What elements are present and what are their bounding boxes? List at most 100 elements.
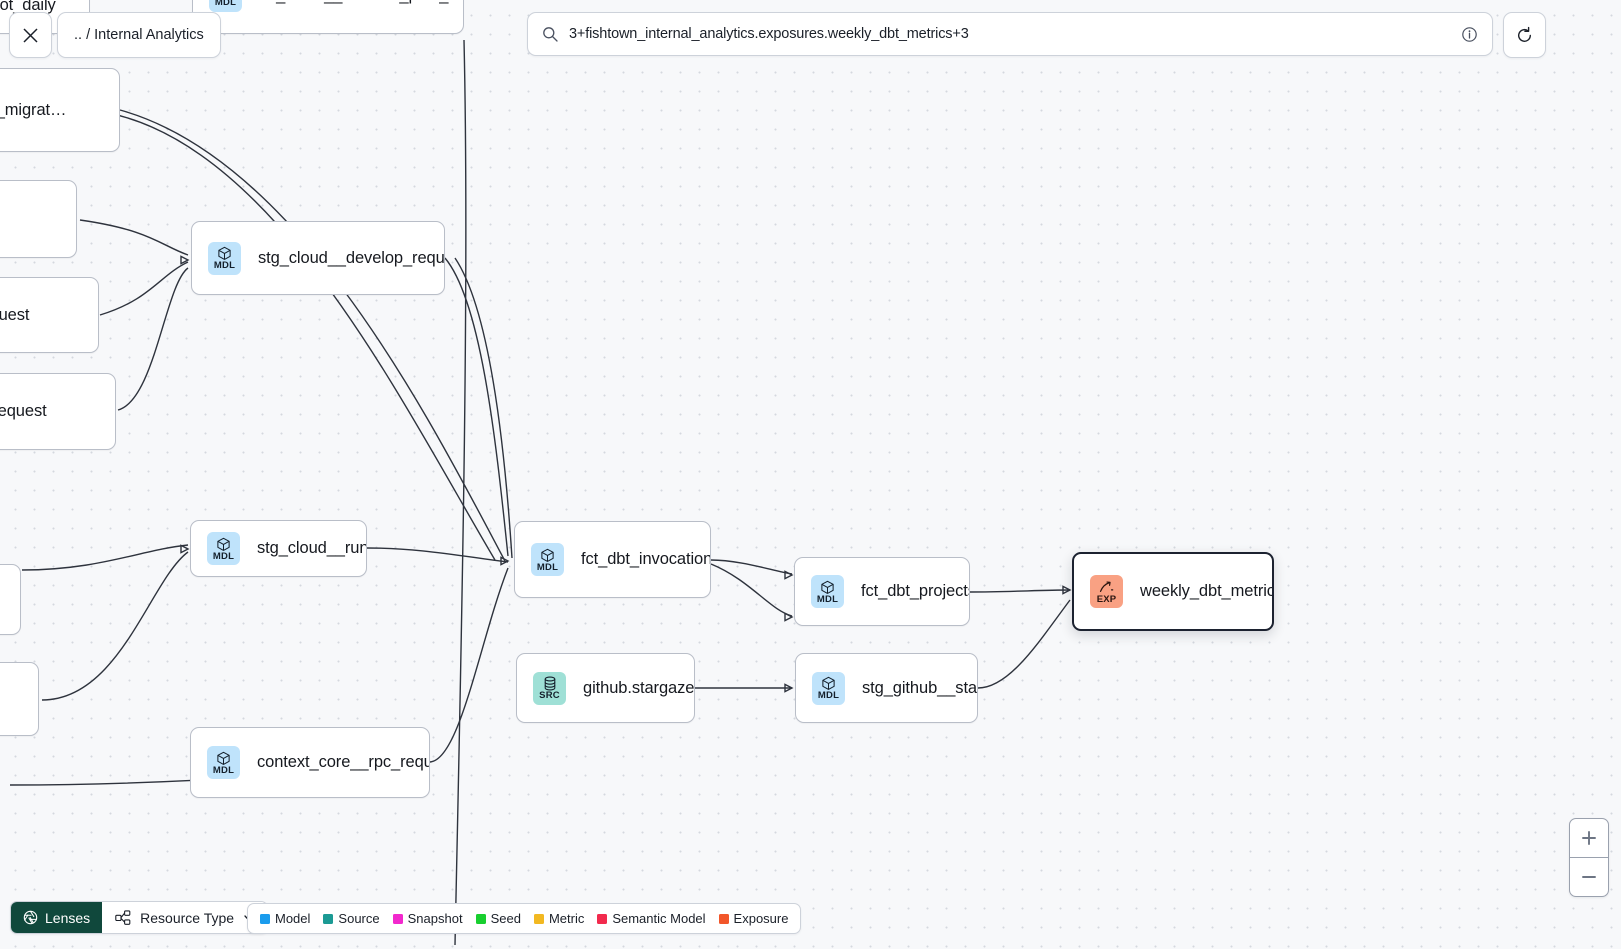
close-button[interactable] [9, 12, 52, 58]
node-type-badge-label: SRC [539, 690, 560, 701]
lineage-edge [117, 267, 189, 411]
graph-node-label: fct_dbt_projects [861, 582, 970, 600]
zoom-out-button[interactable] [1570, 857, 1608, 896]
edge-arrowhead [1062, 585, 1072, 595]
refresh-icon [1518, 26, 1531, 42]
lineage-edge [79, 219, 189, 256]
legend-item-exposure[interactable]: Exposure [718, 911, 789, 926]
node-type-badge-exp: EXP [1090, 575, 1123, 608]
graph-node-label: velop_request [0, 305, 30, 324]
node-type-badge-mdl: MDL [207, 532, 240, 565]
plus-icon [1582, 831, 1596, 845]
legend-label: Exposure [733, 911, 789, 926]
legend-swatch [260, 913, 270, 924]
edge-arrowhead [180, 255, 190, 265]
graph-node-multicell_migrate[interactable]: MDLmulticell_migrat… [0, 68, 120, 152]
legend-label: Snapshot [407, 911, 463, 926]
zoom-in-button[interactable] [1570, 819, 1608, 857]
graph-node-label: _develop_request [0, 402, 47, 420]
lineage-edge [454, 39, 467, 946]
graph-node-label: fct_dbt_invocations [581, 550, 711, 568]
graph-node-dev_request_a[interactable]: MDLp_request [0, 180, 77, 258]
lineage-edge [366, 547, 509, 563]
node-type-badge-label: MDL [536, 561, 559, 573]
lineage-edge [89, 109, 496, 561]
cube-icon [216, 751, 231, 765]
graph-node-stg_cloud_develop_requests[interactable]: MDL stg_cloud__develop_requests [191, 221, 445, 295]
bottom-toolbar: Lenses Resource Type [10, 901, 269, 934]
search-icon [543, 27, 558, 42]
legend-item-seed[interactable]: Seed [475, 911, 521, 926]
edge-arrowhead [784, 683, 794, 693]
graph-node-label: context_core__rpc_request [257, 753, 429, 771]
node-type-badge-label: MDL [212, 550, 235, 562]
node-type-badge-label: MDL [816, 593, 839, 605]
cube-icon [216, 537, 231, 551]
breadcrumb[interactable]: .. / Internal Analytics [57, 12, 221, 58]
graph-node-dev_request_c[interactable]: MDL_develop_request [0, 373, 116, 450]
graph-node-label: stg_cloud__develop_requests [258, 248, 445, 267]
legend-item-snapshot[interactable]: Snapshot [392, 911, 463, 926]
legend-swatch [597, 913, 608, 924]
legend-label: Model [275, 911, 311, 926]
legend-label: Semantic Model [612, 911, 706, 926]
lineage-edge [99, 261, 189, 316]
cube-icon [217, 246, 232, 260]
legend-label: Seed [490, 911, 521, 926]
search-input[interactable]: 3+fishtown_internal_analytics.exposures.… [569, 26, 969, 42]
legend-swatch [323, 913, 334, 924]
legend-swatch [533, 913, 544, 924]
resource-type-filter[interactable]: Resource Type [102, 902, 268, 933]
lenses-label: Lenses [45, 909, 91, 926]
lenses-button[interactable]: Lenses [11, 902, 103, 933]
graph-node-stg_github_stars[interactable]: MDL stg_github__stars [795, 653, 978, 723]
graph-node-dev_request_b[interactable]: MDLvelop_request [0, 277, 99, 353]
lineage-edge [710, 563, 793, 617]
graph-node-label: weekly_dbt_metrics [1140, 582, 1274, 600]
legend-label: Metric [548, 911, 585, 926]
graph-node-weekly_dbt_metrics[interactable]: EXP weekly_dbt_metrics [1072, 552, 1274, 631]
aperture-icon [23, 910, 38, 925]
resource-type-label: Resource Type [140, 909, 235, 926]
node-type-badge-mdl: MDL [207, 746, 240, 779]
lineage-edge [710, 559, 793, 575]
minus-icon [1582, 876, 1596, 878]
node-type-badge-label: MDL [817, 690, 840, 701]
lineage-edge [969, 589, 1071, 593]
edge-arrowhead [500, 556, 510, 566]
graph-node-label: stg_github__stars [862, 678, 978, 697]
legend-item-model[interactable]: Model [260, 911, 310, 926]
node-type-badge-mdl: MDL [208, 241, 241, 275]
graph-node-label: int_cloud__account_plan_history [259, 0, 463, 5]
edge-arrowhead [180, 544, 190, 554]
lineage-edge [119, 109, 506, 562]
lineage-edge [444, 257, 509, 557]
node-type-badge-label: EXP [1096, 593, 1117, 605]
legend-item-semantic-model[interactable]: Semantic Model [597, 911, 706, 926]
legend-item-metric[interactable]: Metric [533, 911, 585, 926]
legend-label: Source [338, 911, 380, 926]
graph-node-context_core_rpc_request[interactable]: MDL context_core__rpc_request [190, 727, 430, 798]
legend-item-source[interactable]: Source [323, 911, 380, 926]
graph-node-fct_dbt_invocations[interactable]: MDL fct_dbt_invocations [514, 521, 711, 598]
info-icon[interactable] [1461, 26, 1478, 43]
node-type-badge-mdl: MDL [209, 0, 242, 12]
breadcrumb-label: .. / Internal Analytics [74, 27, 204, 43]
graph-node-fct_dbt_projects[interactable]: MDL fct_dbt_projects [794, 557, 970, 626]
search-bar[interactable]: 3+fishtown_internal_analytics.exposures.… [527, 12, 1493, 56]
cube-icon [821, 676, 836, 690]
graph-node-run_node_b[interactable]: MDL_run [0, 662, 39, 736]
lineage-edge [429, 567, 509, 763]
graph-node-run_node_a[interactable]: MDLn [0, 564, 21, 635]
graph-node-int_cloud_account_plan[interactable]: MDL int_cloud__account_plan_history [192, 0, 464, 34]
refresh-button[interactable] [1503, 12, 1546, 58]
node-type-badge-label: MDL [214, 0, 237, 8]
nodes-icon [115, 909, 131, 925]
node-type-badge-label: MDL [212, 764, 235, 776]
legend-swatch [392, 913, 403, 924]
